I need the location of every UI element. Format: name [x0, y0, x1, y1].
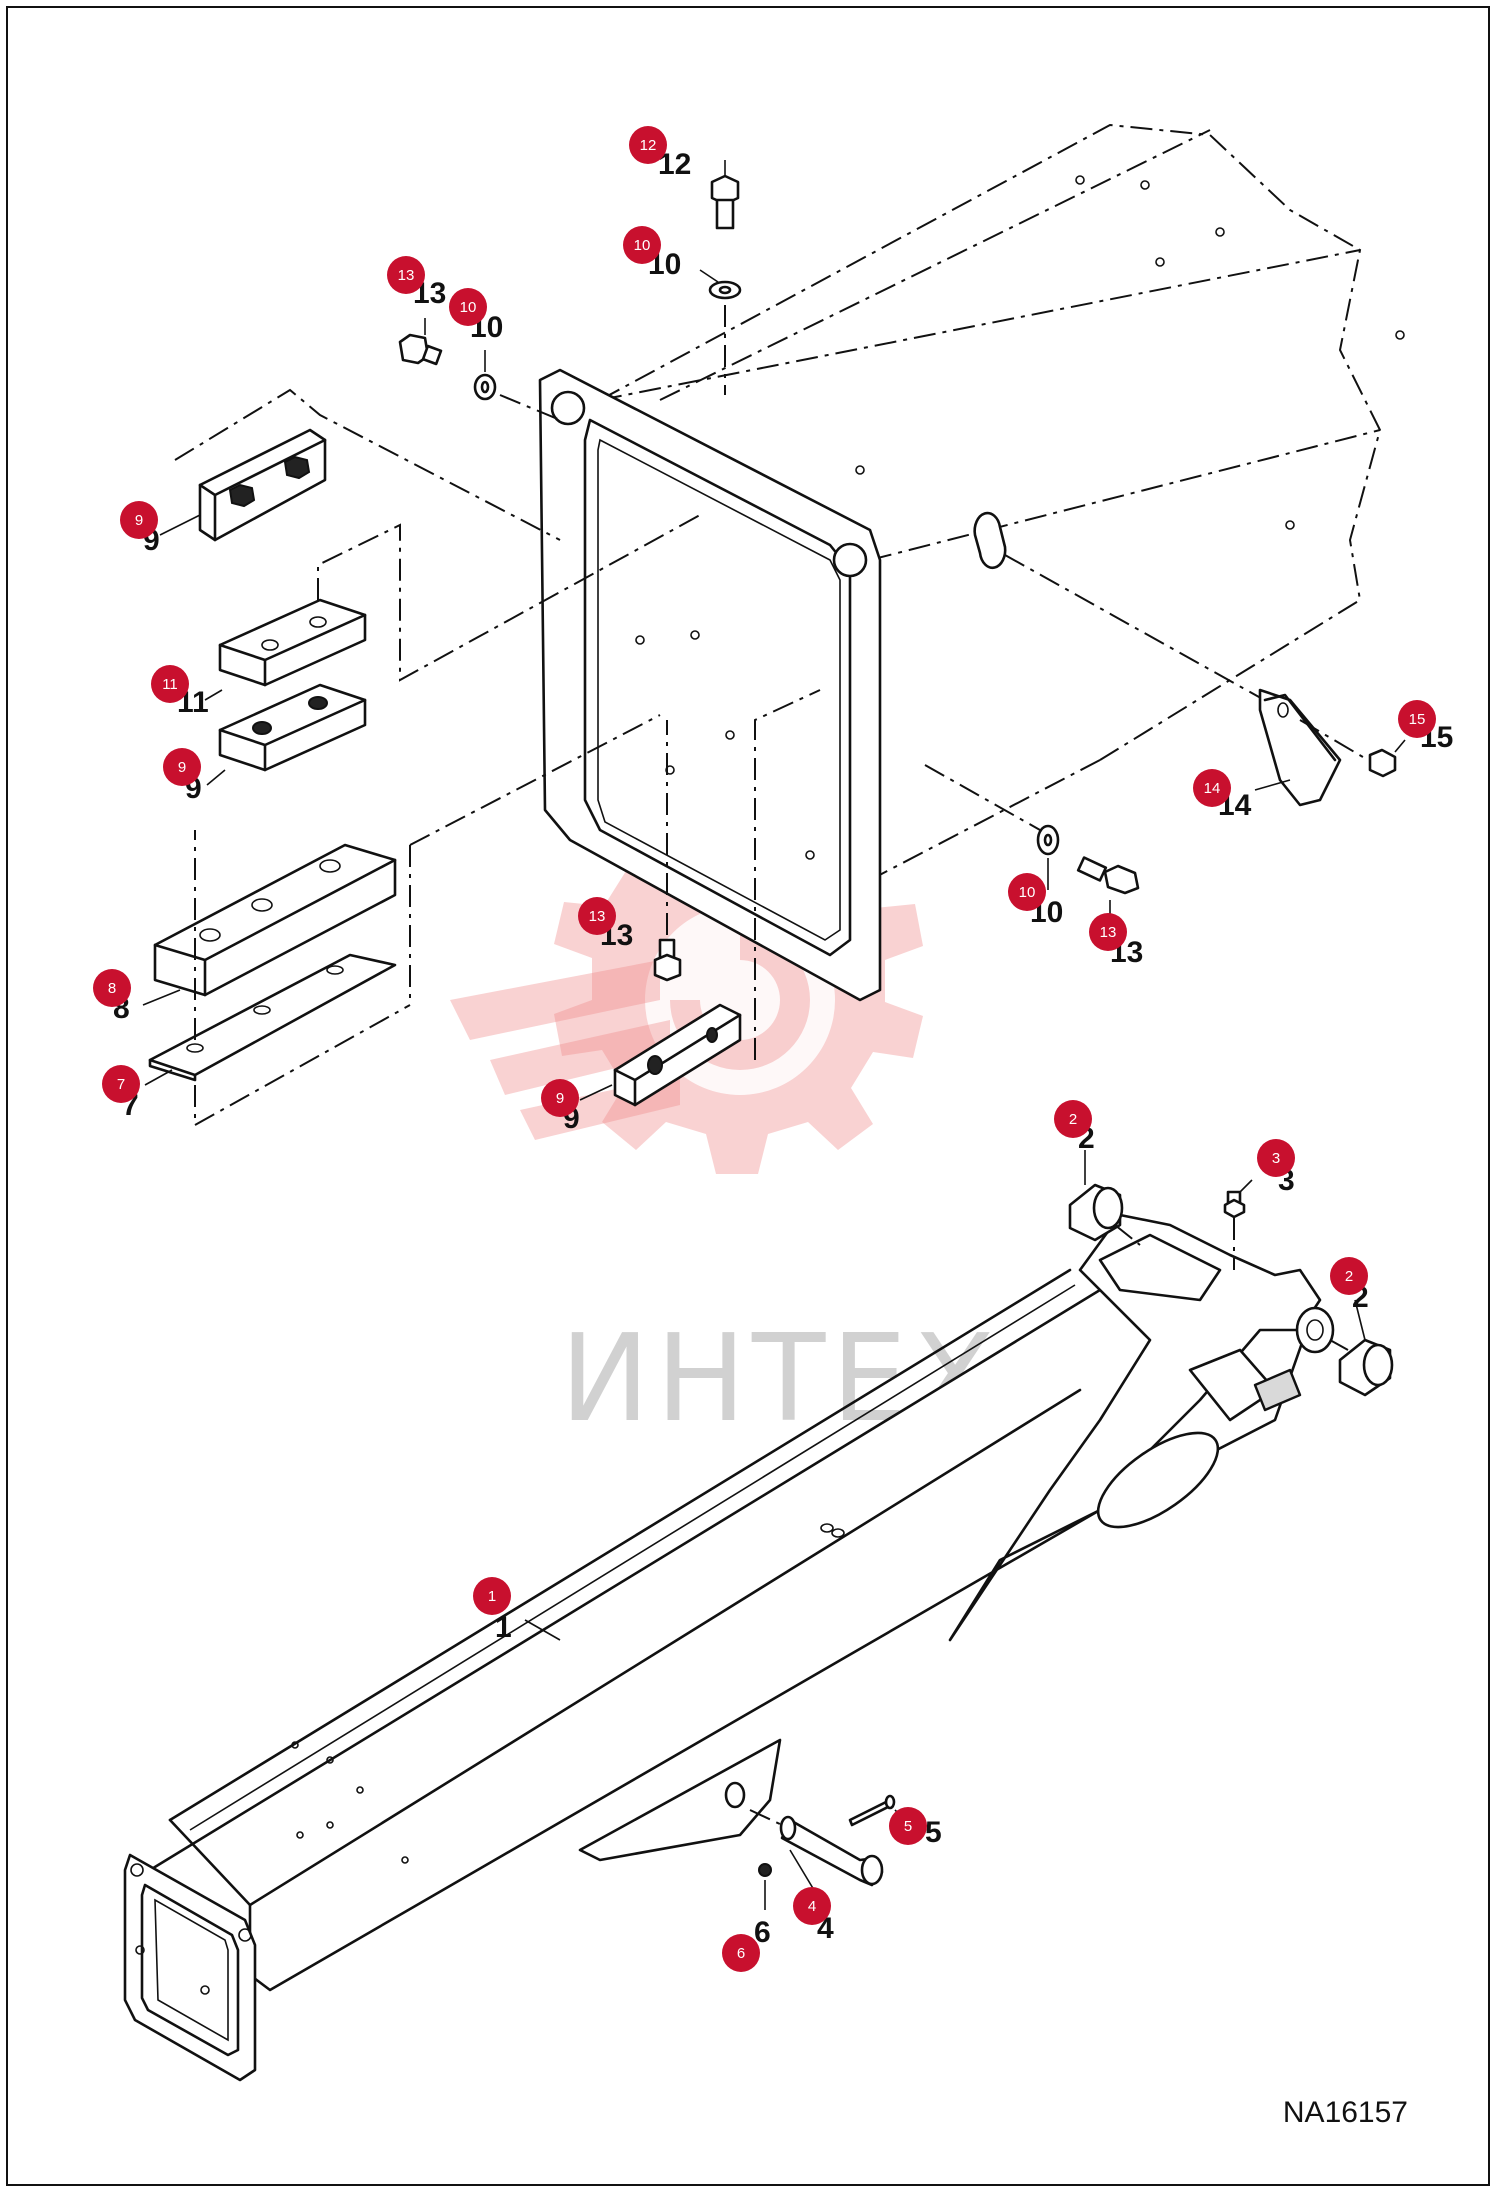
bolt-13-lower: [653, 720, 682, 982]
svg-text:8: 8: [108, 980, 116, 997]
callout-badge-9[interactable]: 9: [120, 501, 158, 539]
callout-badge-13[interactable]: 13: [1089, 913, 1127, 951]
svg-text:14: 14: [1204, 780, 1221, 797]
svg-text:11: 11: [162, 676, 178, 693]
bolt-13-left: [398, 333, 561, 421]
callout-badge-4[interactable]: 4: [793, 1887, 831, 1925]
callout-badge-10[interactable]: 10: [623, 226, 661, 264]
drawing-code: NA16157: [1282, 2096, 1408, 2129]
callout-badge-9[interactable]: 9: [163, 748, 201, 786]
pin-4: [749, 1809, 884, 1887]
callout-badge-1[interactable]: 1: [473, 1577, 511, 1615]
bushing-2-right: [1329, 1338, 1394, 1397]
callout-badge-11[interactable]: 11: [151, 665, 189, 703]
callout-badge-9[interactable]: 9: [541, 1079, 579, 1117]
svg-text:9: 9: [135, 512, 143, 529]
callout-badge-7[interactable]: 7: [102, 1065, 140, 1103]
svg-text:15: 15: [1409, 711, 1426, 728]
nut-6: [758, 1863, 772, 1877]
svg-text:3: 3: [1272, 1150, 1280, 1167]
part-number-5: 5: [925, 1816, 942, 1849]
svg-text:13: 13: [398, 267, 415, 284]
callout-badge-6[interactable]: 6: [722, 1934, 760, 1972]
leader-lines: [142, 160, 1406, 1910]
block-9-lower: [613, 689, 821, 1107]
callout-badge-13[interactable]: 13: [578, 897, 616, 935]
callout-badge-8[interactable]: 8: [93, 969, 131, 1007]
callout-badge-14[interactable]: 14: [1193, 769, 1231, 807]
svg-text:9: 9: [556, 1090, 564, 1107]
plate-14: [973, 511, 1397, 807]
svg-text:1: 1: [488, 1588, 496, 1605]
svg-text:4: 4: [808, 1898, 816, 1915]
block-9-middle: [218, 683, 367, 772]
callout-badges[interactable]: 12 10 13 10 9 11 9 8 7 13 9 10 13 14 15 …: [93, 126, 1436, 1972]
svg-text:9: 9: [178, 759, 186, 776]
bolt-13-right: [924, 764, 1140, 895]
svg-text:10: 10: [634, 237, 651, 254]
bolt-5: [848, 1794, 896, 1827]
callout-badge-12[interactable]: 12: [629, 126, 667, 164]
svg-text:2: 2: [1069, 1111, 1077, 1128]
svg-text:13: 13: [1100, 924, 1117, 941]
callout-badge-5[interactable]: 5: [889, 1807, 927, 1845]
svg-text:2: 2: [1345, 1268, 1353, 1285]
bolt-12: [708, 174, 742, 395]
svg-text:5: 5: [904, 1818, 912, 1835]
plate-8: [153, 714, 661, 1005]
mounting-plate: [538, 175, 1405, 1002]
callout-badge-15[interactable]: 15: [1398, 700, 1436, 738]
part-number-6: 6: [754, 1916, 771, 1949]
boom-section-outline: [599, 123, 1382, 881]
svg-text:12: 12: [640, 137, 657, 154]
svg-text:6: 6: [737, 1945, 745, 1962]
svg-text:10: 10: [1019, 884, 1036, 901]
block-9-upper: [174, 388, 561, 542]
grease-fitting-3: [1223, 1190, 1246, 1270]
svg-text:7: 7: [117, 1076, 125, 1093]
svg-text:10: 10: [460, 299, 477, 316]
plate-11: [218, 514, 701, 687]
part-number-1: 1: [495, 1611, 512, 1644]
shim-7: [148, 830, 411, 1127]
callout-badge-3[interactable]: 3: [1257, 1139, 1295, 1177]
callout-badge-2[interactable]: 2: [1330, 1257, 1368, 1295]
bushing-2-left: [1068, 1183, 1141, 1246]
callout-badge-10[interactable]: 10: [1008, 873, 1046, 911]
main-boom: [123, 1213, 1335, 2082]
svg-text:13: 13: [589, 908, 606, 925]
callout-badge-2[interactable]: 2: [1054, 1100, 1092, 1138]
callout-badge-10[interactable]: 10: [449, 288, 487, 326]
callout-badge-13[interactable]: 13: [387, 256, 425, 294]
